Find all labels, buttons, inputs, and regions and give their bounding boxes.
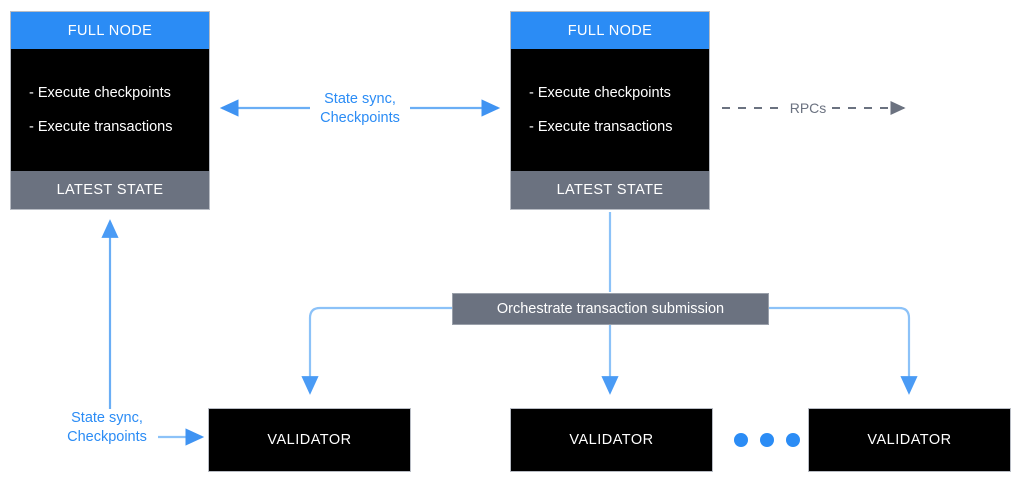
full-node-1-footer: LATEST STATE xyxy=(11,171,209,209)
orchestrate-transaction-submission-box: Orchestrate transaction submission xyxy=(452,293,769,325)
full-node-1: FULL NODE - Execute checkpoints - Execut… xyxy=(10,11,210,210)
full-node-2-bullet-1: - Execute transactions xyxy=(529,119,673,135)
full-node-1-bullet-1: - Execute transactions xyxy=(29,119,173,135)
full-node-1-body: - Execute checkpoints - Execute transact… xyxy=(11,49,209,171)
more-validators-ellipsis xyxy=(734,433,800,447)
full-node-2: FULL NODE - Execute checkpoints - Execut… xyxy=(510,11,710,210)
full-node-2-bullet-0: - Execute checkpoints xyxy=(529,85,671,101)
validator-2: VALIDATOR xyxy=(510,408,713,472)
validator-3: VALIDATOR xyxy=(808,408,1011,472)
state-sync-fullnodes-label-line-2: Checkpoints xyxy=(320,110,400,126)
full-node-2-body: - Execute checkpoints - Execute transact… xyxy=(511,49,709,171)
state-sync-validator-label: State sync, Checkpoints xyxy=(56,409,158,447)
edge-orchestrate-to-validator-3 xyxy=(769,306,918,395)
ellipsis-dot-2 xyxy=(760,433,774,447)
state-sync-validator-label-line-2: Checkpoints xyxy=(67,429,147,445)
rpcs-label: RPCs xyxy=(786,99,830,117)
full-node-2-footer: LATEST STATE xyxy=(511,171,709,209)
state-sync-fullnodes-label: State sync, Checkpoints xyxy=(310,90,410,128)
full-node-2-header: FULL NODE xyxy=(511,12,709,49)
full-node-1-bullet-0: - Execute checkpoints xyxy=(29,85,171,101)
ellipsis-dot-1 xyxy=(734,433,748,447)
state-sync-validator-label-line-1: State sync, xyxy=(71,410,143,426)
state-sync-fullnodes-label-line-1: State sync, xyxy=(324,91,396,107)
ellipsis-dot-3 xyxy=(786,433,800,447)
validator-1: VALIDATOR xyxy=(208,408,411,472)
edge-orchestrate-to-validator-1 xyxy=(301,306,452,395)
full-node-1-header: FULL NODE xyxy=(11,12,209,49)
